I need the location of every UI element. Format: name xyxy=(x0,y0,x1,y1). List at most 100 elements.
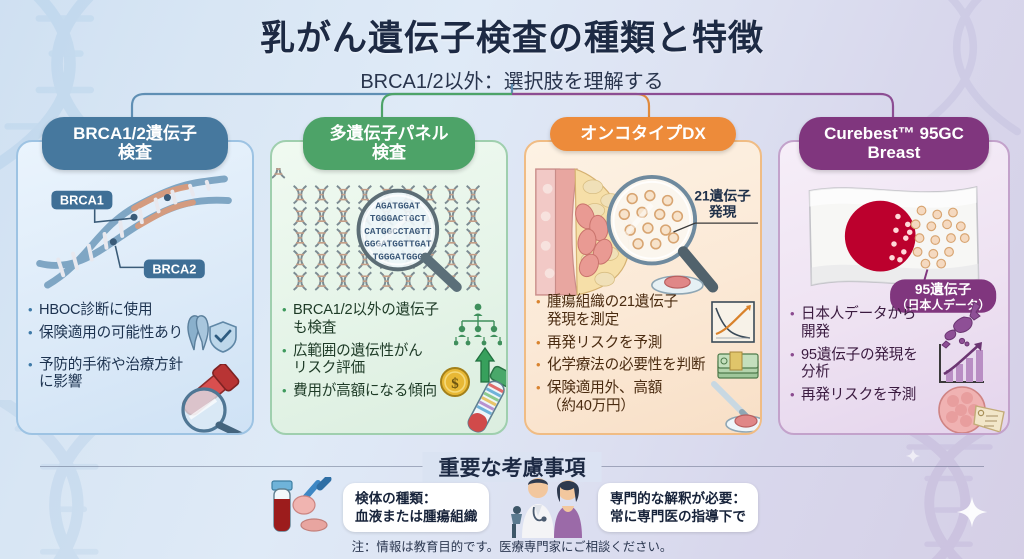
card-brca-badge-line1: BRCA1/2遺伝子 xyxy=(73,124,197,143)
card-multigene-badge-line1: 多遺伝子パネル xyxy=(329,124,449,143)
svg-text:TGGGATGGG: TGGGATGGG xyxy=(373,252,424,263)
bullet-text-cont: 分析 xyxy=(801,364,830,381)
page-title: 乳がん遺伝子検査の種類と特徴 xyxy=(259,19,764,58)
footer-note-line2: 血液または腫瘍組織 xyxy=(355,508,478,524)
footer-section-title: 重要な考慮事項 xyxy=(422,452,602,482)
bullet-text-wrapped: 保険適用外、高額 （約40万円） xyxy=(547,380,662,416)
bullet-text: 日本人データから xyxy=(801,306,917,322)
svg-text:GGGATGGTTGAT: GGGATGGTTGAT xyxy=(364,239,432,250)
card-curebest-badge-line2: Breast xyxy=(867,143,921,163)
bullet-text-wrapped: 予防的手術や治療方針 に影響 xyxy=(39,357,183,393)
up-arrow-icon xyxy=(474,346,496,383)
tissue-sample-icon xyxy=(711,381,760,433)
blood-tube-tissue-icon xyxy=(271,477,332,532)
bullet-text: 腫瘍組織の21遺伝子 xyxy=(547,294,678,310)
bullet-item: • 化学療法の必要性を判断 xyxy=(536,357,760,375)
bullet-text-cont: に影響 xyxy=(39,374,83,391)
bullet-dot: • xyxy=(282,383,287,399)
svg-text:$: $ xyxy=(451,376,459,392)
bullet-item: • 保険適用外、高額 （約40万円） xyxy=(536,380,760,416)
svg-text:TGGGACTGCT: TGGGACTGCT xyxy=(370,213,426,224)
bullet-item: • BRCA1/2以外の遺伝子 も検査 xyxy=(282,302,506,338)
connector-lines xyxy=(130,84,895,140)
svg-text:21遺伝子: 21遺伝子 xyxy=(694,188,751,204)
bullet-item: • 95遺伝子の発現を 分析 xyxy=(790,347,1008,383)
svg-text:AGATGGAT: AGATGGAT xyxy=(375,200,420,211)
bullet-text-wrapped: 広範囲の遺伝性がん リスク評価 xyxy=(293,343,423,379)
footer-note-line1: 専門的な解釈が必要： xyxy=(610,491,746,506)
card-brca-test[interactable]: BRCA1/2遺伝子 検査 xyxy=(16,117,254,435)
bullet-text-wrapped: 日本人データから 開発 xyxy=(801,306,916,342)
card-curebest-badge-line1: Curebest™ 95GC xyxy=(824,124,964,143)
bullet-dot: • xyxy=(282,342,287,358)
footer-note-expert-interpretation: 専門的な解釈が必要： 常に専門医の指導下で xyxy=(598,483,758,533)
bullet-dot: • xyxy=(790,306,795,321)
footer-disclaimer: 注：情報は教育目的です。医療専門家にご相談ください。 xyxy=(351,540,673,554)
sparkle-icon xyxy=(956,496,988,528)
bullet-item: • 再発リスクを予測 xyxy=(536,335,760,353)
chart-icon xyxy=(711,301,755,343)
bullet-dot: • xyxy=(536,294,541,309)
card-oncotype-bullets: • 腫瘍組織の21遺伝子 発現を測定 • 再発リスクを予測 • 化学療法の必要性… xyxy=(536,294,760,421)
card-multigene-badge-line2: 検査 xyxy=(372,143,406,163)
card-oncotype-badge: オンコタイプDX xyxy=(550,117,736,152)
bullet-text-cont: 発現を測定 xyxy=(547,311,619,328)
page-subtitle: BRCA1/2以外：選択肢を理解する xyxy=(360,71,664,93)
bullet-text-wrapped: 95遺伝子の発現を 分析 xyxy=(801,347,918,383)
bullet-text: HBOC診断に使用 xyxy=(39,302,153,318)
bullet-item: • 再発リスクを予測 xyxy=(790,387,1008,405)
dna-grid-illustration: AGATGGAT TGGGACTGCT CATGGCCTAGTT GGGATGG… xyxy=(272,168,506,296)
japan-map-icon xyxy=(941,301,981,349)
bullet-item: • 日本人データから 開発 xyxy=(790,306,1008,342)
bullet-text-cont: （約40万円） xyxy=(547,397,635,414)
card-curebest-95gc[interactable]: Curebest™ 95GC Breast xyxy=(778,117,1010,435)
bullet-dot: • xyxy=(536,357,541,373)
card-brca-bullets: • HBOC診断に使用 • 保険適用の可能性あり • 予防的手術や治療方針 に影… xyxy=(28,302,252,397)
footer-note-sample-type: 検体の種類： 血液または腫瘍組織 xyxy=(343,483,490,533)
bullet-text: 化学療法の必要性を判断 xyxy=(547,357,706,374)
bullet-text: 95遺伝子の発現を xyxy=(801,346,918,363)
awareness-ribbon-icon xyxy=(187,315,209,351)
tumor-tag-icon xyxy=(938,386,1005,433)
doctors-icon xyxy=(511,478,582,538)
bullet-text-cont: も検査 xyxy=(293,319,337,336)
bullet-text: 広範囲の遺伝性がん xyxy=(293,342,423,359)
card-multigene-badge: 多遺伝子パネル 検査 xyxy=(303,117,475,171)
growth-chart-icon xyxy=(939,342,984,383)
breast-anatomy-illustration: 21遺伝子 発現 xyxy=(526,168,760,296)
card-brca-badge: BRCA1/2遺伝子 検査 xyxy=(42,117,228,171)
family-tree-icon xyxy=(454,303,502,346)
japan-flag-illustration: 95遺伝子 （日本人データ） xyxy=(780,168,1008,318)
svg-text:BRCA2: BRCA2 xyxy=(152,261,196,276)
card-oncotype-badge-line1: オンコタイプDX xyxy=(580,124,706,143)
bullet-text: 予防的手術や治療方針 xyxy=(39,356,183,373)
bullet-item: • 費用が高額になる傾向 xyxy=(282,383,506,401)
card-oncotype-dx[interactable]: オンコタイプDX xyxy=(524,117,762,435)
bullet-dot: • xyxy=(28,324,33,340)
bullet-text: BRCA1/2以外の遺伝子 xyxy=(293,302,439,318)
footer-note-line1: 検体の種類： xyxy=(355,491,437,506)
bullet-item: • 腫瘍組織の21遺伝子 発現を測定 xyxy=(536,294,760,330)
card-multigene-panel[interactable]: 多遺伝子パネル 検査 xyxy=(270,117,508,435)
bullet-item: • 保険適用の可能性あり xyxy=(28,325,252,343)
svg-text:95遺伝子: 95遺伝子 xyxy=(915,281,972,297)
coin-icon: $ xyxy=(440,367,470,397)
bullet-item: • HBOC診断に使用 xyxy=(28,302,252,320)
bullet-text-cont: 開発 xyxy=(801,323,830,340)
card-curebest-badge: Curebest™ 95GC Breast xyxy=(799,117,989,171)
bullet-text: 費用が高額になる傾向 xyxy=(293,383,437,400)
bullet-text-wrapped: 腫瘍組織の21遺伝子 発現を測定 xyxy=(547,294,678,330)
money-stack-icon xyxy=(717,351,759,379)
svg-text:（日本人データ）: （日本人データ） xyxy=(896,298,990,312)
test-tube-icon xyxy=(467,365,506,433)
bullet-dot: • xyxy=(790,387,795,403)
card-multigene-bullets: • BRCA1/2以外の遺伝子 も検査 • 広範囲の遺伝性がん リスク評価 • … xyxy=(282,302,506,406)
bullet-text-cont: リスク評価 xyxy=(293,360,365,377)
bullet-item: • 予防的手術や治療方針 に影響 xyxy=(28,357,252,393)
shield-check-icon xyxy=(209,321,237,353)
bullet-dot: • xyxy=(790,346,795,362)
sparkle-small-icon xyxy=(905,448,921,464)
svg-text:CATGGCCTAGTT: CATGGCCTAGTT xyxy=(364,226,432,237)
bullet-dot: • xyxy=(28,356,33,372)
card-curebest-bullets: • 日本人データから 開発 • 95遺伝子の発現を 分析 • 再発リスクを予測 xyxy=(790,306,1008,410)
